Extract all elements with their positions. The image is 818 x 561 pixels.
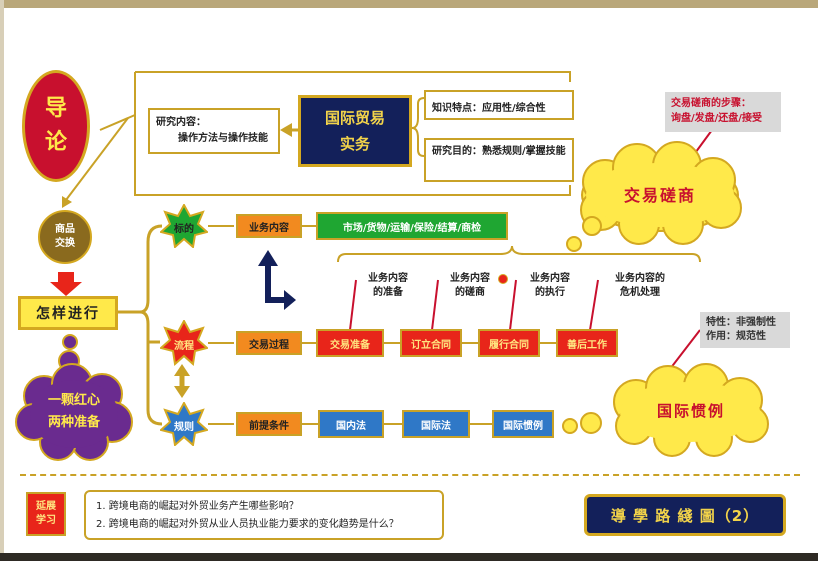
knowledge-label: 知识特点： <box>432 103 482 114</box>
left-frame-bar <box>0 0 4 561</box>
features-line1: 特性：非强制性 <box>706 317 776 328</box>
main-title-box: 国际贸易 实务 <box>298 95 412 167</box>
heart-cloud-text: 一颗红心 两种准备 <box>30 390 118 434</box>
divider-line <box>20 474 800 476</box>
features-line2: 作用：规范性 <box>706 331 766 342</box>
process-head: 交易过程 <box>236 331 302 355</box>
rules-item-2: 国际法 <box>402 410 470 438</box>
stage-label-4: 业务内容的 危机处理 <box>604 272 676 300</box>
stage-label-2-line2: 的磋商 <box>455 287 485 298</box>
commodity-line2: 交换 <box>55 238 75 249</box>
rules-item-3: 国际惯例 <box>492 410 554 438</box>
process-step-4: 善后工作 <box>556 329 618 357</box>
star-rules <box>160 402 208 446</box>
heart-line1: 一颗红心 <box>47 393 100 408</box>
question-2: 2. 跨境电商的崛起对外贸从业人员执业能力要求的变化趋势是什么？ <box>96 519 399 530</box>
commodity-exchange-circle: 商品 交换 <box>38 210 92 264</box>
knowledge-box: 知识特点：应用性/综合性 <box>424 90 574 120</box>
star-process <box>160 320 208 366</box>
research-content-label: 研究内容： <box>156 117 206 128</box>
negotiation-steps-box: 交易磋商的步骤： 询盘/发盘/还盘/接受 <box>665 92 781 132</box>
stage-label-2-line1: 业务内容 <box>450 273 490 284</box>
rules-item-1: 国内法 <box>318 410 384 438</box>
roadmap-title: 導 學 路 綫 圖（2） <box>584 494 786 536</box>
intro-char-1: 导 <box>44 96 67 121</box>
target-head: 业务内容 <box>236 214 302 238</box>
process-step-1: 交易准备 <box>316 329 384 357</box>
law-cloud-text: 国际惯例 <box>656 402 725 420</box>
law-bubble-2 <box>580 412 602 434</box>
research-content-value: 操作方法与操作技能 <box>178 133 268 144</box>
negotiation-steps-label: 交易磋商的步骤： <box>671 98 751 109</box>
star-rules-label: 规则 <box>174 422 194 433</box>
stage-label-3-line2: 的执行 <box>535 287 565 298</box>
main-title-line1: 国际贸易 <box>324 109 385 127</box>
intro-char-2: 论 <box>44 130 67 155</box>
extended-questions-box: 1. 跨境电商的崛起对外贸业务产生哪些影响？ 2. 跨境电商的崛起对外贸从业人员… <box>84 490 444 540</box>
stage-label-2: 业务内容 的磋商 <box>438 272 502 300</box>
bubble-2 <box>566 236 582 252</box>
research-purpose-box: 研究目的：熟悉规则/掌握技能 <box>424 138 574 182</box>
stage-label-1-line1: 业务内容 <box>368 273 408 284</box>
main-title-line2: 实务 <box>339 135 370 153</box>
intro-oval: 导 论 <box>22 70 90 182</box>
heart-line2: 两种准备 <box>47 415 100 430</box>
stage-label-4-line2: 危机处理 <box>620 287 660 298</box>
stage-label-1: 业务内容 的准备 <box>356 272 420 300</box>
negotiation-cloud-text: 交易磋商 <box>623 186 696 205</box>
heart-cloud <box>15 363 133 461</box>
extended-label1: 延展 <box>36 501 56 512</box>
how-proceed-box: 怎样进行 <box>18 296 118 330</box>
star-target-label: 标的 <box>174 224 194 235</box>
extended-label2: 学习 <box>36 515 56 526</box>
rules-head: 前提条件 <box>236 412 302 436</box>
knowledge-value: 应用性/综合性 <box>482 103 546 114</box>
bottom-frame-bar <box>0 553 818 561</box>
process-step-3: 履行合同 <box>478 329 540 357</box>
research-content-box: 研究内容： 操作方法与操作技能 <box>148 108 280 154</box>
features-box: 特性：非强制性 作用：规范性 <box>700 312 790 348</box>
research-purpose-value: 熟悉规则/掌握技能 <box>482 146 566 157</box>
research-purpose-label: 研究目的： <box>432 146 482 157</box>
purple-bubble-1 <box>62 334 78 350</box>
star-target <box>160 204 208 248</box>
negotiation-cloud <box>580 141 742 245</box>
star-process-label: 流程 <box>174 341 194 352</box>
top-frame-bar <box>0 0 818 8</box>
stage-label-4-line1: 业务内容的 <box>615 273 665 284</box>
stage-label-1-line2: 的准备 <box>373 287 403 298</box>
commodity-line1: 商品 <box>55 224 75 235</box>
stage-label-3-line1: 业务内容 <box>530 273 570 284</box>
law-bubble-1 <box>562 418 578 434</box>
stage-label-3: 业务内容 的执行 <box>518 272 582 300</box>
negotiation-steps-value: 询盘/发盘/还盘/接受 <box>671 113 762 124</box>
target-items: 市场/货物/运输/保险/结算/商检 <box>316 212 508 240</box>
question-1: 1. 跨境电商的崛起对外贸业务产生哪些影响？ <box>96 501 299 512</box>
process-step-2: 订立合同 <box>400 329 462 357</box>
bubble-1 <box>582 216 602 236</box>
law-cloud <box>613 363 769 457</box>
extended-learning-badge: 延展 学习 <box>26 492 66 536</box>
stage-dot <box>498 274 508 284</box>
